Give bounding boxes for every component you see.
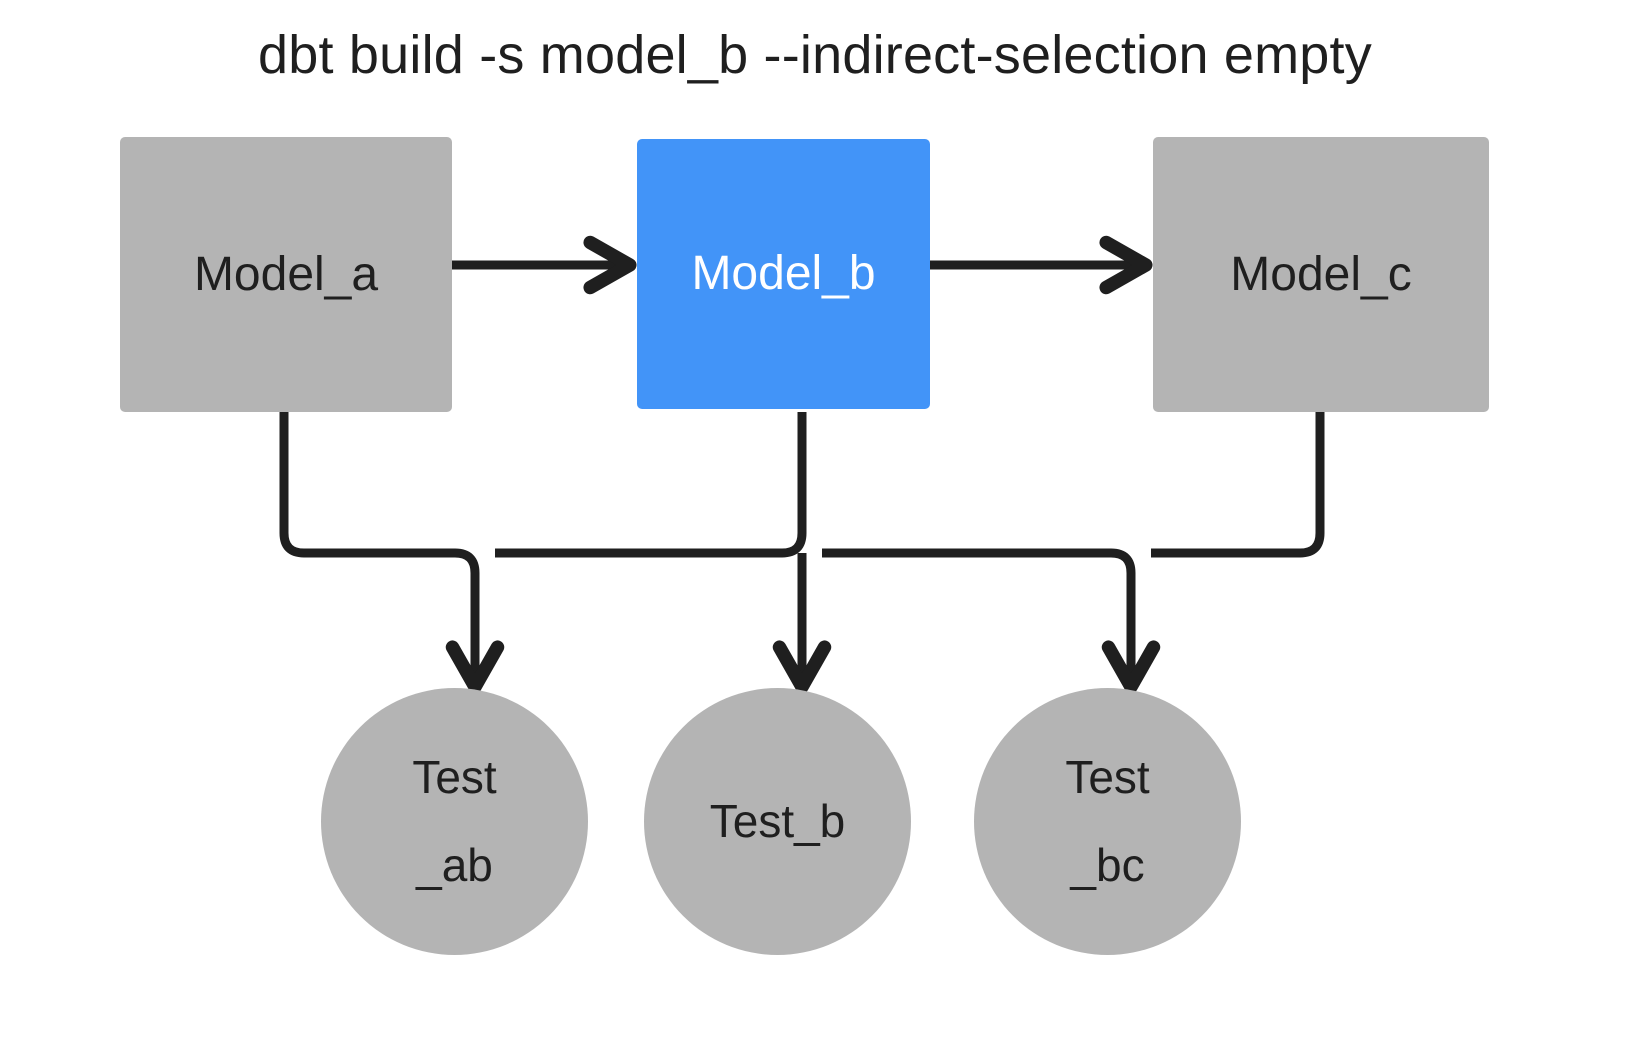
node-model-a-label: Model_a: [193, 247, 379, 301]
edge-model-a-to-test-ab: [279, 412, 505, 694]
edge-model-b-to-test-bc: [822, 548, 1161, 694]
page-title: dbt build -s model_b --indirect-selectio…: [258, 25, 1372, 85]
node-model-c[interactable]: Model_c: [1153, 137, 1489, 412]
node-test-ab-label-line2: _ab: [416, 838, 493, 891]
node-model-b[interactable]: Model_b: [637, 139, 930, 409]
node-test-bc-label-line2: _bc: [1070, 838, 1145, 891]
node-model-b-label: Model_b: [691, 247, 876, 301]
node-test-ab[interactable]: Test _ab: [321, 688, 588, 955]
edge-model-b-to-test-ab: [495, 412, 807, 558]
node-model-a[interactable]: Model_a: [120, 137, 452, 412]
node-test-b-label-line1: Test_b: [709, 794, 846, 847]
node-test-b[interactable]: Test_b: [644, 688, 911, 955]
node-test-bc[interactable]: Test _bc: [974, 688, 1241, 955]
node-test-ab-label-line1: Test: [412, 751, 497, 804]
node-model-c-label: Model_c: [1230, 247, 1412, 301]
node-test-bc-label-line1: Test: [1065, 751, 1150, 804]
edge-model-c-to-test-bc: [1151, 412, 1325, 558]
